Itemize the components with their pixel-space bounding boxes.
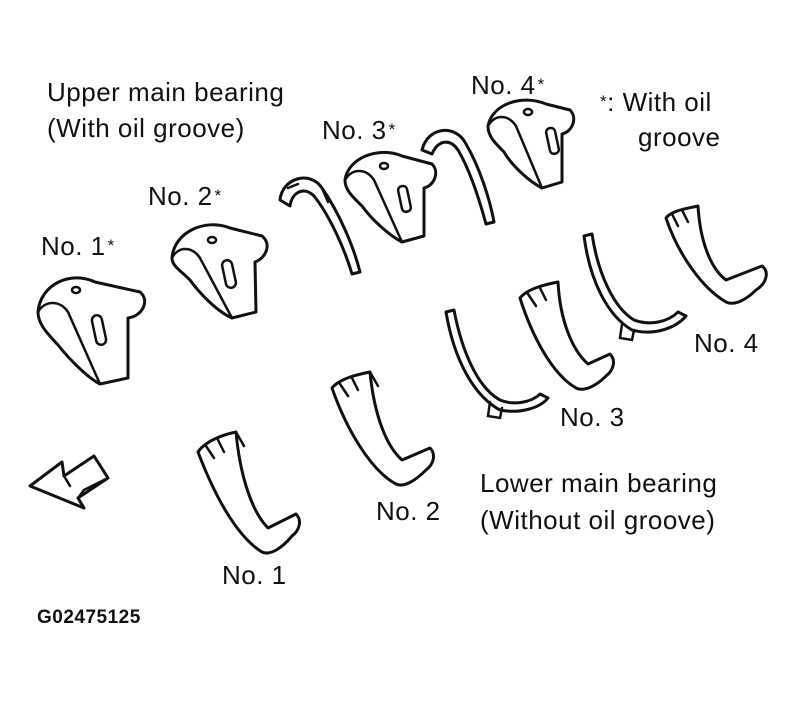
upper-title: Upper main bearing (47, 77, 285, 107)
note-mark: * (600, 92, 608, 111)
lower-label-no4: No. 4 (694, 328, 759, 358)
upper-bearing-no4-thrust (420, 128, 496, 226)
lower-label-no2: No. 2 (376, 496, 441, 526)
lower-bearing-no3-thrust (444, 308, 550, 420)
figure-code: G02475125 (37, 607, 141, 628)
upper-label-no3: No. 3* (322, 115, 396, 145)
upper-mark-no2: * (214, 186, 222, 205)
upper-bearing-no1 (36, 276, 147, 386)
lower-subtitle: (Without oil groove) (480, 505, 716, 535)
lower-label-no1: No. 1 (222, 560, 287, 590)
lower-bearing-no4-thrust (582, 232, 688, 342)
upper-subtitle: (With oil groove) (47, 113, 245, 143)
lower-bearing-no4 (664, 204, 768, 305)
upper-mark-no4: * (537, 75, 545, 94)
front-direction-arrow-icon (28, 454, 110, 510)
upper-label-no4: No. 4* (471, 70, 545, 100)
upper-bearing-no4 (486, 98, 576, 190)
note-text-1: : With oil (607, 87, 712, 117)
lower-bearing-no1 (196, 430, 301, 555)
upper-mark-no1: * (107, 236, 115, 255)
lower-title: Lower main bearing (480, 468, 718, 498)
upper-bearing-no2 (170, 223, 269, 320)
note-text-2: groove (638, 122, 721, 152)
upper-bearing-no3 (343, 150, 438, 244)
upper-mark-no3: * (388, 120, 396, 139)
lower-bearing-no2 (330, 370, 435, 487)
lower-bearing-no3 (518, 280, 615, 391)
upper-label-no2: No. 2* (148, 181, 222, 211)
note-line-1: *: With oil (598, 86, 712, 118)
upper-bearing-no3-thrust (278, 176, 362, 276)
upper-label-no1: No. 1* (41, 231, 115, 261)
lower-label-no3: No. 3 (560, 402, 625, 432)
